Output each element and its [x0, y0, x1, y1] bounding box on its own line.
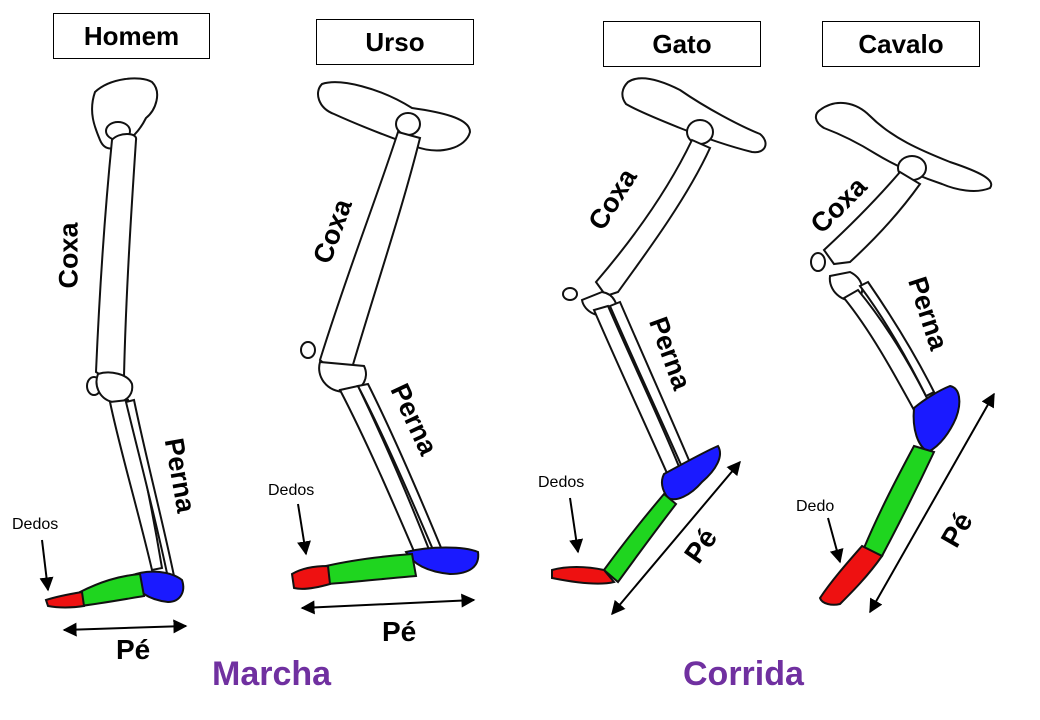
title-gato: Gato	[603, 21, 761, 67]
bear-digits-arrow	[297, 503, 311, 556]
walking-caption: Marcha	[212, 655, 332, 693]
human-thigh-label: Coxa	[53, 222, 84, 289]
cat-digits-label: Dedos	[538, 474, 585, 491]
human-femur	[94, 133, 138, 382]
cat-patella	[562, 287, 578, 301]
human-foot-phalanges	[44, 590, 86, 609]
horse-fibula	[858, 280, 936, 398]
cat-foot-length-arrow	[611, 460, 741, 616]
bear-foot-length-arrow	[300, 593, 476, 615]
human-leg-skeleton	[44, 77, 185, 609]
horse-foot-metatarsals	[862, 444, 936, 558]
title-urso: Urso	[316, 19, 474, 65]
human-digits-label: Dedos	[12, 516, 59, 533]
human-foot-metatarsals	[79, 572, 146, 608]
cat-digits-arrow	[569, 497, 584, 554]
horse-foot-phalanges	[818, 544, 884, 606]
cat-femur	[594, 138, 712, 298]
bear-pelvis	[317, 81, 472, 152]
bear-foot-metatarsals	[324, 552, 418, 586]
human-foot-label: Pé	[116, 634, 151, 665]
horse-digit-arrow	[827, 517, 844, 564]
cat-pelvis	[621, 77, 767, 154]
bear-leg-skeleton	[290, 81, 480, 590]
bear-foot-label: Pé	[382, 616, 417, 647]
human-foot-length-arrow	[62, 619, 188, 637]
horse-digit-label: Dedo	[796, 498, 835, 515]
title-homem: Homem	[53, 13, 210, 59]
horse-patella	[810, 252, 826, 272]
bear-patella	[300, 341, 316, 359]
bear-foot-tarsals	[404, 546, 480, 576]
horse-pelvis	[814, 101, 993, 192]
human-digits-arrow	[39, 539, 54, 592]
human-knee	[95, 371, 134, 404]
cat-foot-phalanges	[551, 566, 616, 585]
cat-foot-metatarsals	[602, 492, 678, 584]
title-cavalo: Cavalo	[822, 21, 980, 67]
horse-femur	[822, 170, 922, 266]
bear-digits-label: Dedos	[268, 482, 315, 499]
bear-foot-phalanges	[290, 564, 332, 590]
horse-foot-length-arrow	[869, 392, 995, 614]
running-caption: Corrida	[683, 655, 804, 693]
